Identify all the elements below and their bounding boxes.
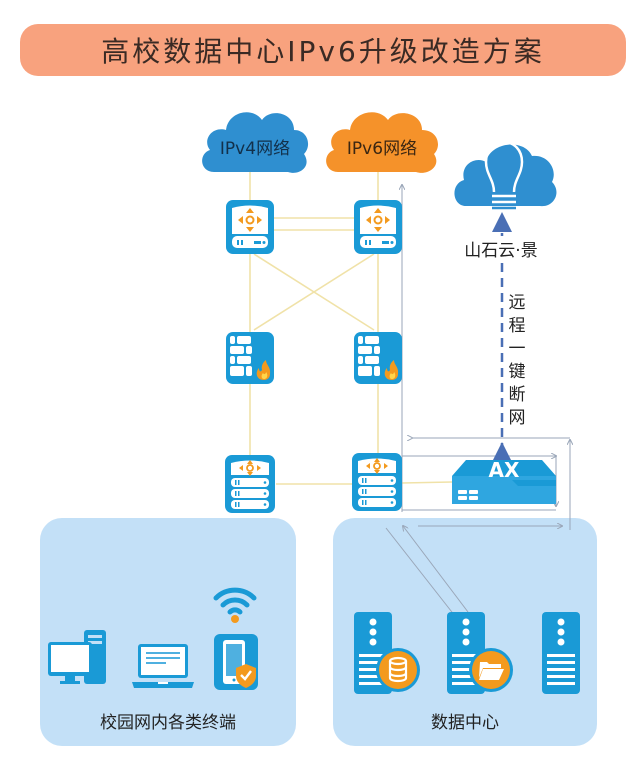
core-switch-right-icon[interactable]: [352, 453, 402, 511]
shanshi-cloud-label: 山石云·景: [446, 236, 556, 261]
title-banner: 高校数据中心IPv6升级改造方案: [20, 24, 626, 76]
wifi-icon: [213, 587, 257, 623]
page-title: 高校数据中心IPv6升级改造方案: [101, 35, 545, 68]
mobile-secure-icon[interactable]: [214, 634, 258, 690]
ax-label: AX: [488, 458, 520, 482]
server-icon[interactable]: [542, 612, 580, 694]
ipv4-cloud-icon[interactable]: [196, 100, 314, 180]
datacenter-zone-label: 数据中心: [431, 713, 499, 733]
desktop-pc-icon[interactable]: [48, 630, 110, 688]
core-switch-left-icon[interactable]: [225, 455, 275, 513]
router-right-icon[interactable]: [354, 200, 402, 254]
ipv6-cloud-icon[interactable]: [320, 100, 444, 180]
lightbulb-cloud-icon[interactable]: [450, 130, 560, 210]
ax-appliance-icon[interactable]: [452, 460, 556, 506]
router-left-icon[interactable]: [226, 200, 274, 254]
link-cross-2: [253, 253, 375, 331]
laptop-icon[interactable]: [132, 644, 194, 688]
ipv4-cloud-label: IPv4网络: [219, 139, 291, 159]
firewall-left-icon[interactable]: [226, 332, 274, 384]
campus-zone: [40, 518, 296, 746]
firewall-right-icon[interactable]: [354, 332, 402, 384]
file-server-icon[interactable]: [447, 612, 515, 694]
flow-dc-diag-1: [385, 527, 456, 617]
ipv6-cloud-label: IPv6网络: [346, 139, 418, 159]
link-switch-ax: [401, 481, 453, 484]
campus-zone-label: 校园网内各类终端: [100, 713, 236, 733]
flow-dc-diag-2: [403, 526, 469, 613]
database-server-icon[interactable]: [354, 612, 422, 694]
remote-cut-label: 远程一键断网: [508, 293, 526, 428]
